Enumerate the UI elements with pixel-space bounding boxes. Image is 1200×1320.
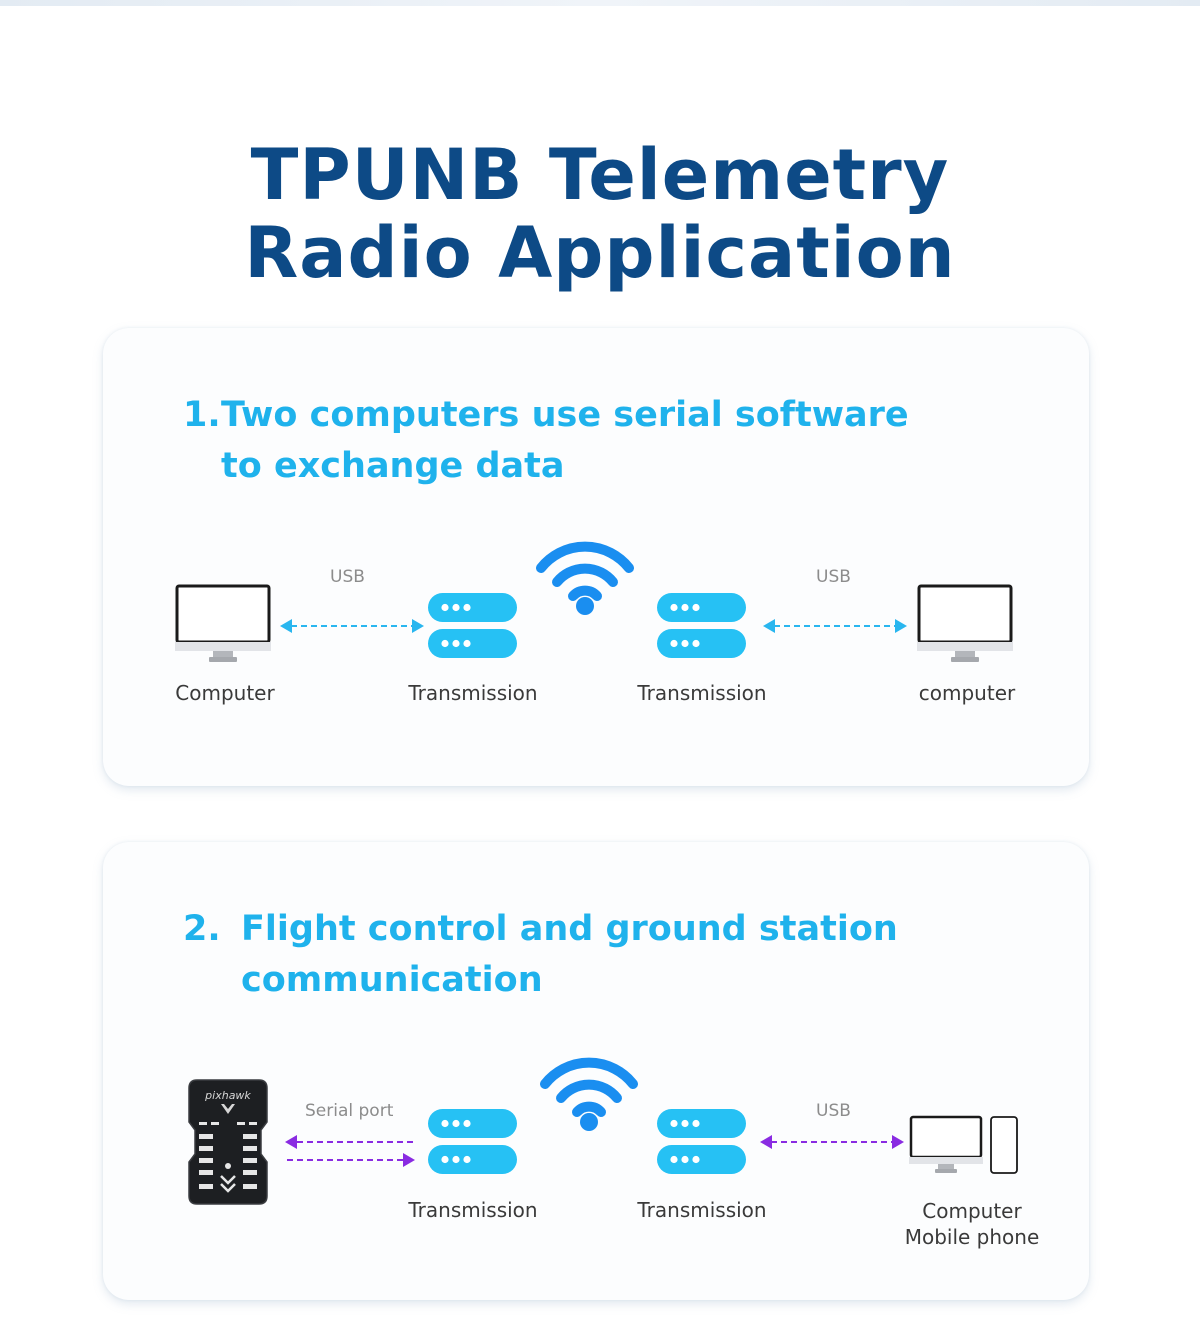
pixhawk-logo: pixhawk (204, 1089, 251, 1102)
transmission-module-icon (657, 1109, 746, 1174)
top-strip (0, 0, 1200, 6)
page-title-line2: Radio Application (244, 212, 956, 294)
module-label: Transmission (408, 1198, 538, 1222)
module-label: Transmission (408, 681, 538, 705)
link-label: USB (816, 1101, 851, 1121)
device-label-line1: Computer (922, 1199, 1022, 1223)
module-label: Transmission (637, 681, 767, 705)
section-heading-1: 1. Two computers use serial software to … (183, 390, 909, 492)
section-heading-line2: communication (241, 960, 543, 1000)
bidirectional-arrow-icon (763, 619, 907, 633)
computer-monitor-icon (175, 584, 271, 662)
bidirectional-serial-arrow-icon (760, 1135, 904, 1149)
section-heading-line1: Two computers use serial software (221, 395, 909, 435)
device-label: Computer Mobile phone (887, 1198, 1057, 1250)
bidirectional-arrow-icon (280, 619, 424, 633)
wifi-icon (536, 541, 634, 615)
transmission-module-icon (428, 1109, 517, 1174)
computer-monitor-icon (917, 584, 1013, 662)
mobile-phone-icon (990, 1116, 1018, 1174)
link-label: Serial port (305, 1101, 394, 1121)
wifi-icon (540, 1057, 638, 1131)
computer-monitor-icon (909, 1115, 983, 1173)
transmission-module-icon (428, 593, 517, 658)
page-title-line1: TPUNB Telemetry (250, 134, 950, 216)
section-number: 2. (183, 909, 221, 949)
link-label: USB (330, 567, 365, 587)
section-heading-2: 2. Flight control and ground station com… (183, 904, 898, 1006)
link-label: USB (816, 567, 851, 587)
section-heading-line1: Flight control and ground station (241, 909, 898, 949)
device-label: Computer (175, 681, 275, 705)
device-label: computer (918, 681, 1016, 705)
module-label: Transmission (637, 1198, 767, 1222)
section-card-2: 2. Flight control and ground station com… (103, 842, 1089, 1300)
section-heading-line2: to exchange data (221, 446, 565, 486)
page-title: TPUNB Telemetry Radio Application (0, 136, 1200, 292)
flight-controller-icon: pixhawk (188, 1079, 268, 1205)
device-label-line2: Mobile phone (904, 1225, 1040, 1249)
section-card-1: 1. Two computers use serial software to … (103, 328, 1089, 786)
section-number: 1. (183, 395, 221, 435)
transmission-module-icon (657, 593, 746, 658)
two-way-serial-arrow-icon (285, 1135, 415, 1167)
